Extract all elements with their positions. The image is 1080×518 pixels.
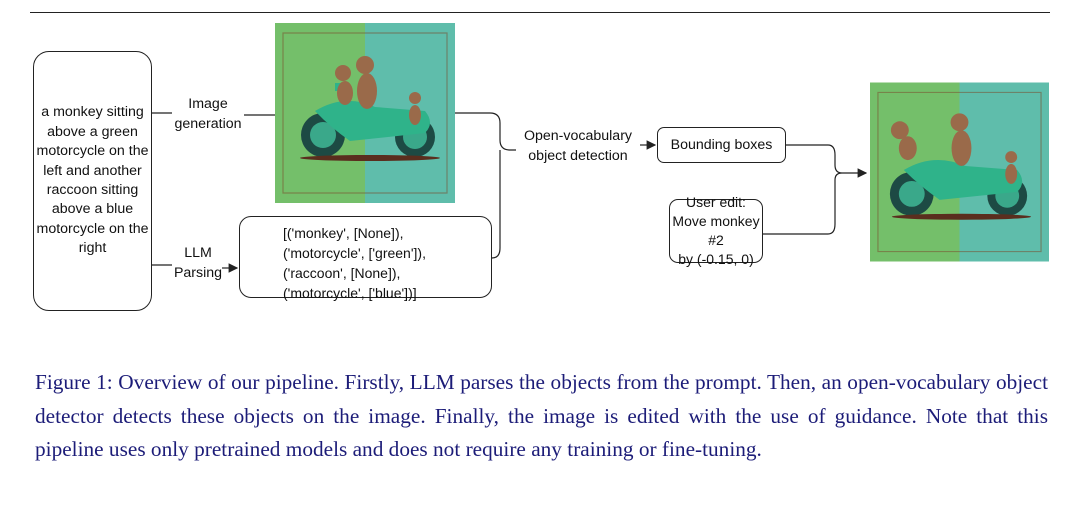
label-line: generation [174, 116, 242, 132]
label-line: LLM [184, 245, 212, 261]
merge-to-output [763, 144, 866, 235]
top-rule [30, 12, 1050, 13]
prompt-box: a monkey sitting above a green motorcycl… [33, 51, 152, 311]
image-generation-label: Image generation [172, 94, 244, 134]
edited-image [870, 82, 1049, 262]
label-line: Parsing [173, 265, 223, 281]
motorcycle-icon [300, 83, 440, 161]
label-line: Open-vocabulary [523, 128, 633, 144]
prompt-text: a monkey sitting above a green motorcycl… [36, 104, 149, 257]
parsed-line: ('motorcycle', ['blue'])] [283, 285, 417, 301]
user-edit-line: by (-0.15, 0) [678, 251, 754, 267]
parsed-objects-box: [('monkey', [None]), ('motorcycle', ['gr… [239, 216, 492, 301]
llm-parsing-label: LLM Parsing [170, 243, 226, 283]
bounding-boxes-label: Bounding boxes [670, 137, 773, 153]
connectors [152, 112, 1080, 273]
motorcycle-icon [889, 159, 1032, 220]
parsed-line: ('motorcycle', ['green']), [283, 245, 426, 261]
label-line: object detection [528, 148, 628, 164]
detection-label: Open-vocabulary object detection [512, 126, 644, 166]
user-edit-line: User edit: [686, 194, 746, 210]
user-edit-box: User edit: Move monkey #2 by (-0.15, 0) [669, 194, 763, 267]
generated-image [275, 23, 455, 203]
parsed-line: [('monkey', [None]), [283, 225, 404, 241]
figure-caption: Figure 1: Overview of our pipeline. Firs… [35, 370, 1048, 461]
monkey-icon [890, 113, 1018, 184]
bounding-boxes-box: Bounding boxes [657, 127, 786, 163]
label-line: Image [188, 96, 228, 112]
monkey-icon [335, 56, 421, 125]
user-edit-line: Move monkey #2 [672, 213, 760, 248]
brace-merge-detection [455, 112, 516, 259]
parsed-line: ('raccoon', [None]), [283, 265, 401, 281]
